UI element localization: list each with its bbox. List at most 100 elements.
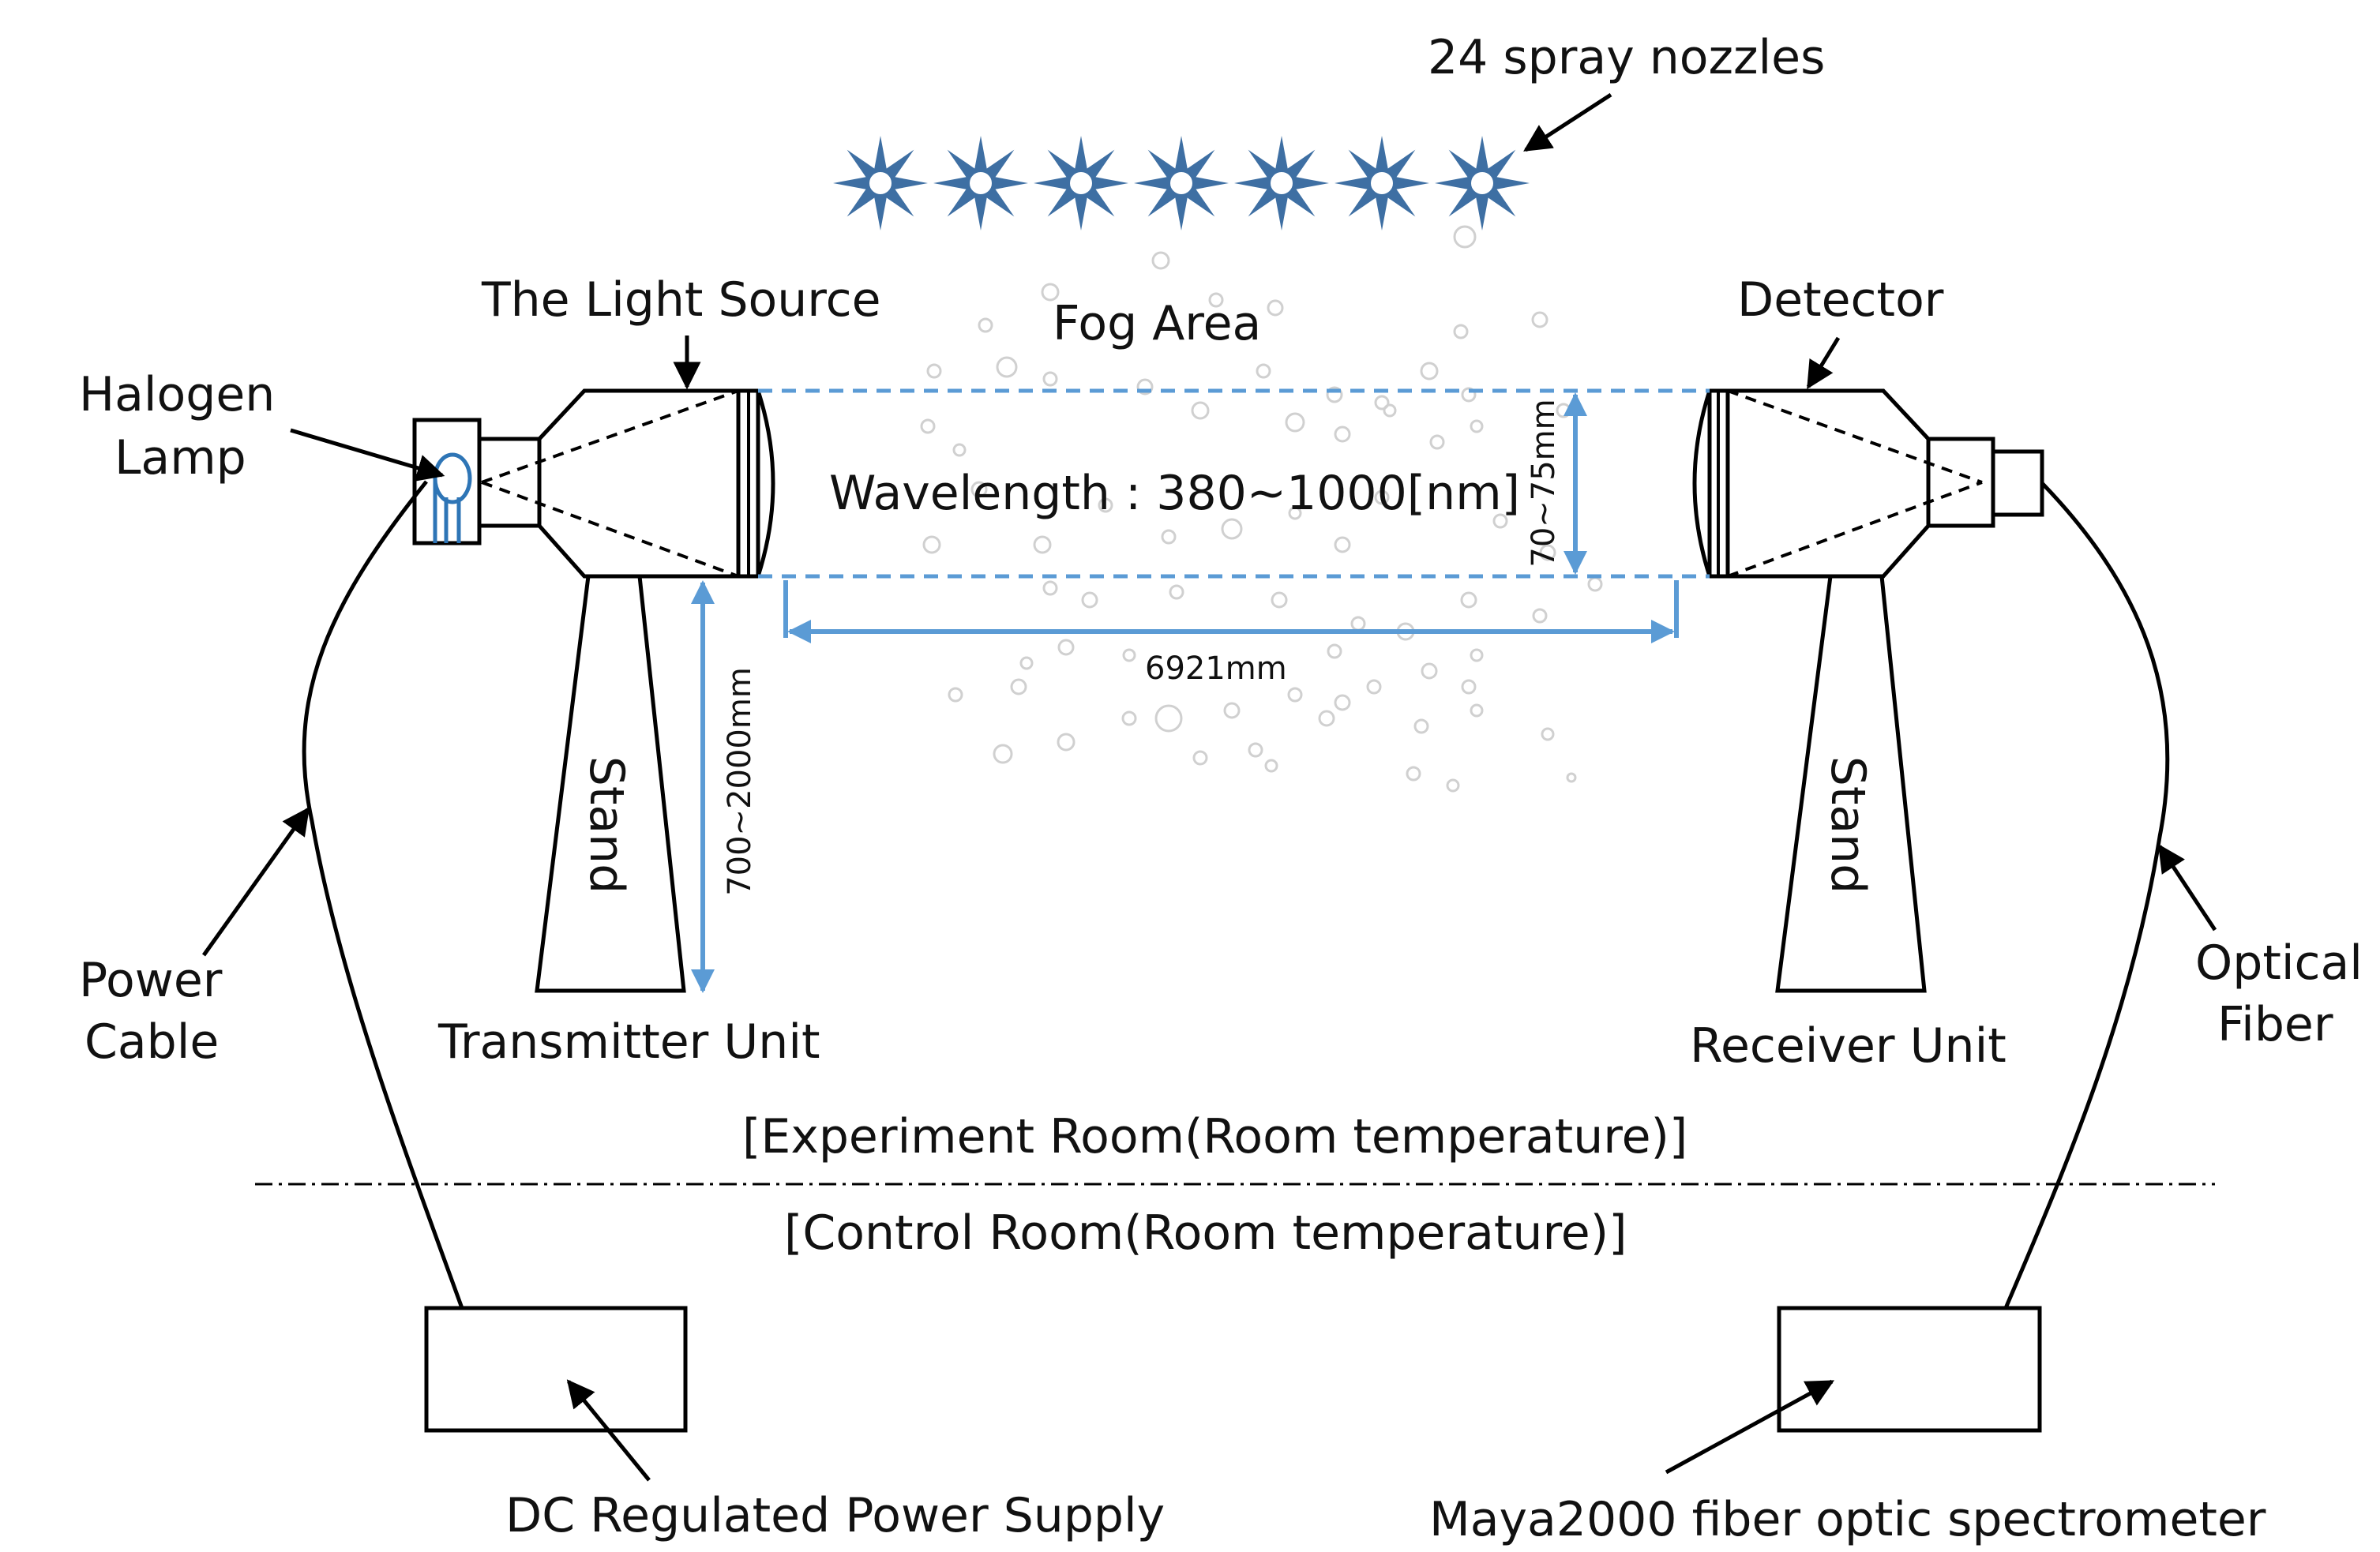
fog-droplet xyxy=(1081,591,1098,609)
fog-droplet xyxy=(1492,513,1508,529)
detector-arrow xyxy=(1806,336,1841,389)
spectrometer-arrow xyxy=(1665,1379,1835,1475)
lamp-neck xyxy=(477,437,542,528)
fog-droplet xyxy=(1366,679,1382,695)
power-cable xyxy=(302,480,464,1309)
fog-droplet xyxy=(922,535,941,554)
fog-droplet xyxy=(1042,371,1058,387)
fiber-connector xyxy=(1991,449,2044,517)
nozzle-star-icon xyxy=(1435,136,1530,231)
nozzles-label: 24 spray nozzles xyxy=(1428,30,1825,85)
fog-droplet xyxy=(1192,750,1208,766)
fog-droplet xyxy=(1223,702,1241,719)
fog-droplet xyxy=(1041,283,1060,302)
fog-droplet xyxy=(1334,694,1351,711)
nozzle-star-icon xyxy=(1134,136,1229,231)
fog-droplet xyxy=(1326,386,1343,403)
fog-droplet xyxy=(1191,401,1210,420)
fog-droplet xyxy=(1221,518,1243,540)
fog-droplet xyxy=(1271,591,1288,609)
fog-droplet xyxy=(1136,378,1154,395)
fog-droplet xyxy=(1413,718,1429,734)
fog-droplet xyxy=(1288,506,1302,520)
fog-droplet xyxy=(1264,759,1278,773)
fog-droplet xyxy=(1154,704,1183,733)
spectrometer-label: Maya2000 fiber optic spectrometer xyxy=(1429,1492,2266,1547)
halogen-lamp-icon xyxy=(433,452,472,543)
fog-droplet xyxy=(1531,311,1549,328)
halogen-label-line1: Halogen xyxy=(79,367,275,422)
detector-cone xyxy=(1727,389,1983,578)
nozzle-star-icon xyxy=(1335,136,1429,231)
power-supply-box xyxy=(424,1306,688,1433)
fog-droplet xyxy=(1566,772,1577,783)
power-supply-label: DC Regulated Power Supply xyxy=(505,1488,1165,1543)
fog-droplet xyxy=(1151,251,1170,270)
control-room-label: [Control Room(Room temperature)] xyxy=(784,1205,1627,1261)
fog-droplet xyxy=(1587,576,1603,592)
fog-droplet xyxy=(1256,363,1271,379)
fog-droplet xyxy=(1122,648,1136,662)
power-cable-arrow xyxy=(201,807,310,957)
distance-label: 6921mm xyxy=(1145,650,1287,687)
fog-droplet xyxy=(926,363,942,379)
fog-droplet xyxy=(1429,434,1445,450)
spectrometer-box xyxy=(1777,1306,2042,1433)
fog-droplet xyxy=(1121,710,1137,726)
fog-droplet xyxy=(1406,766,1421,782)
fog-droplet xyxy=(1287,687,1303,703)
fog-droplet xyxy=(952,443,967,457)
stand-right-label: Stand xyxy=(1820,756,1875,894)
nozzle-star-icon xyxy=(1234,136,1329,231)
fog-droplet xyxy=(1350,616,1366,632)
power-cable-label-line1: Power xyxy=(79,953,223,1008)
experiment-room-label: [Experiment Room(Room temperature)] xyxy=(742,1109,1687,1164)
fog-droplet xyxy=(996,356,1018,378)
optical-fiber-arrow xyxy=(2157,844,2217,932)
receiver-assembly: Stand xyxy=(1692,388,2044,993)
fog-droplet xyxy=(970,481,988,498)
nozzle-star-icon xyxy=(933,136,1028,231)
fog-droplets xyxy=(920,225,1603,793)
fog-droplet xyxy=(1470,419,1484,433)
light-cone xyxy=(481,389,739,578)
fog-droplet xyxy=(1334,425,1351,443)
stand-left-label: Stand xyxy=(579,756,634,894)
fog-droplet xyxy=(1374,489,1390,505)
fog-droplet xyxy=(1453,225,1477,249)
optical-fiber-label-line1: Optical xyxy=(2195,935,2363,991)
height-label: 700~2000mm xyxy=(722,667,758,896)
fog-droplet xyxy=(948,687,963,703)
nozzle-star-icon xyxy=(1034,136,1128,231)
fog-droplet xyxy=(1057,639,1075,656)
fog-droplet xyxy=(1033,535,1052,554)
fog-droplet xyxy=(1334,536,1351,553)
transmitter-assembly: Stand xyxy=(412,388,775,993)
fog-droplet xyxy=(1019,656,1034,670)
light-source-body xyxy=(537,388,741,579)
fog-droplet xyxy=(1453,324,1469,339)
nozzle-star-icon xyxy=(833,136,928,231)
beam-diameter-label: 70~75mm xyxy=(1526,399,1562,567)
lens-curve xyxy=(756,390,775,577)
fog-droplet xyxy=(1374,395,1390,410)
fog-droplet xyxy=(1460,591,1477,609)
fog-droplet xyxy=(978,317,993,333)
power-supply-arrow xyxy=(566,1379,651,1482)
fog-droplet xyxy=(1267,299,1284,317)
optical-fiber-label-line2: Fiber xyxy=(2217,997,2333,1052)
fog-droplet xyxy=(1539,544,1556,561)
fog-droplet xyxy=(1042,580,1058,596)
stand-right xyxy=(1775,574,1927,993)
fog-area-label: Fog Area xyxy=(1053,296,1261,351)
nozzles-arrow xyxy=(1523,92,1612,152)
stand-left xyxy=(535,574,686,993)
fog-droplet xyxy=(1010,678,1027,695)
detector-neck xyxy=(1926,437,1995,528)
light-source-label: The Light Source xyxy=(481,272,881,328)
fog-droplet xyxy=(1532,608,1548,624)
fog-droplet xyxy=(1098,497,1113,513)
power-cable-label-line2: Cable xyxy=(84,1014,219,1070)
fog-droplet xyxy=(920,418,936,434)
